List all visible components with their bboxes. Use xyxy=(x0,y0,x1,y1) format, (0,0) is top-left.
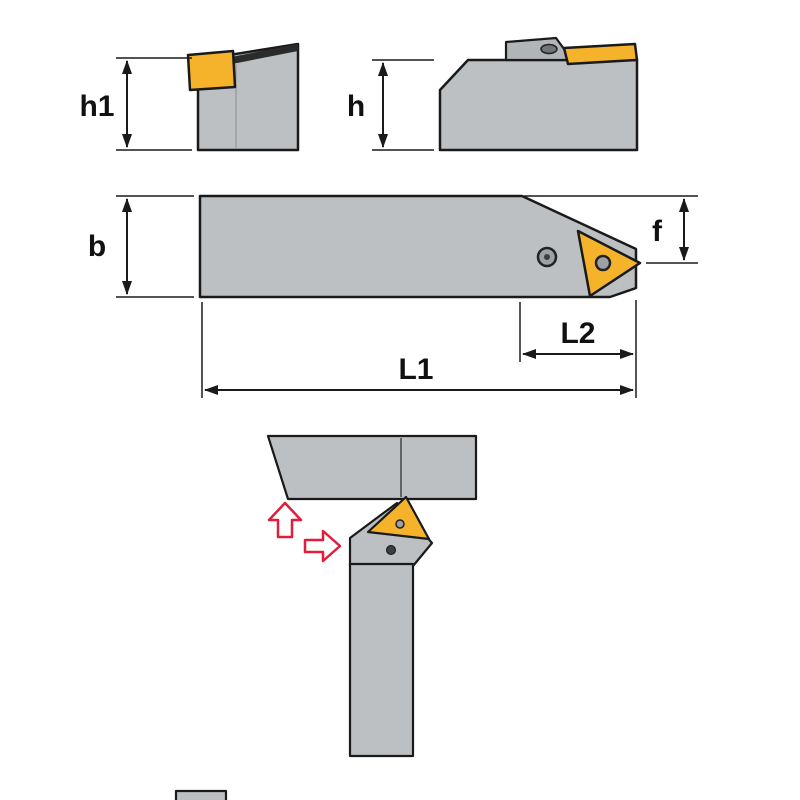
application-insert xyxy=(366,495,431,541)
clamp-screw-icon xyxy=(540,43,558,55)
b-label: b xyxy=(88,230,106,263)
workpiece xyxy=(266,434,478,501)
side-view-clamp xyxy=(504,36,574,62)
end-view-top-edge xyxy=(226,44,298,64)
tool-shank xyxy=(348,562,415,758)
dimension-l1: L1 xyxy=(201,302,634,398)
end-view xyxy=(186,42,300,152)
dimension-h: h xyxy=(347,59,434,151)
feed-direction-right-arrow-icon xyxy=(303,529,342,563)
application-screw-icon xyxy=(386,545,396,555)
partial-object-bottom-edge xyxy=(174,789,228,800)
insert-hole-icon xyxy=(594,254,612,272)
side-view xyxy=(438,36,639,152)
h1-label: h1 xyxy=(79,90,114,123)
application-view xyxy=(266,434,478,758)
dimension-b: b xyxy=(88,195,194,298)
head-screw-center xyxy=(544,254,550,260)
side-view-body xyxy=(438,58,639,152)
dimension-f: f xyxy=(524,195,698,264)
f-label: f xyxy=(652,215,663,248)
dimension-l2: L2 xyxy=(519,300,637,398)
top-view xyxy=(198,194,642,299)
h-label: h xyxy=(347,90,365,123)
side-view-insert xyxy=(562,42,639,66)
application-insert-hole-icon xyxy=(395,519,405,529)
feed-direction-up-arrow-icon xyxy=(267,501,303,539)
dimension-h1: h1 xyxy=(79,57,192,151)
l1-label: L1 xyxy=(398,353,433,386)
top-view-body xyxy=(198,194,638,299)
end-view-insert xyxy=(186,49,237,92)
l2-label: L2 xyxy=(560,317,595,350)
